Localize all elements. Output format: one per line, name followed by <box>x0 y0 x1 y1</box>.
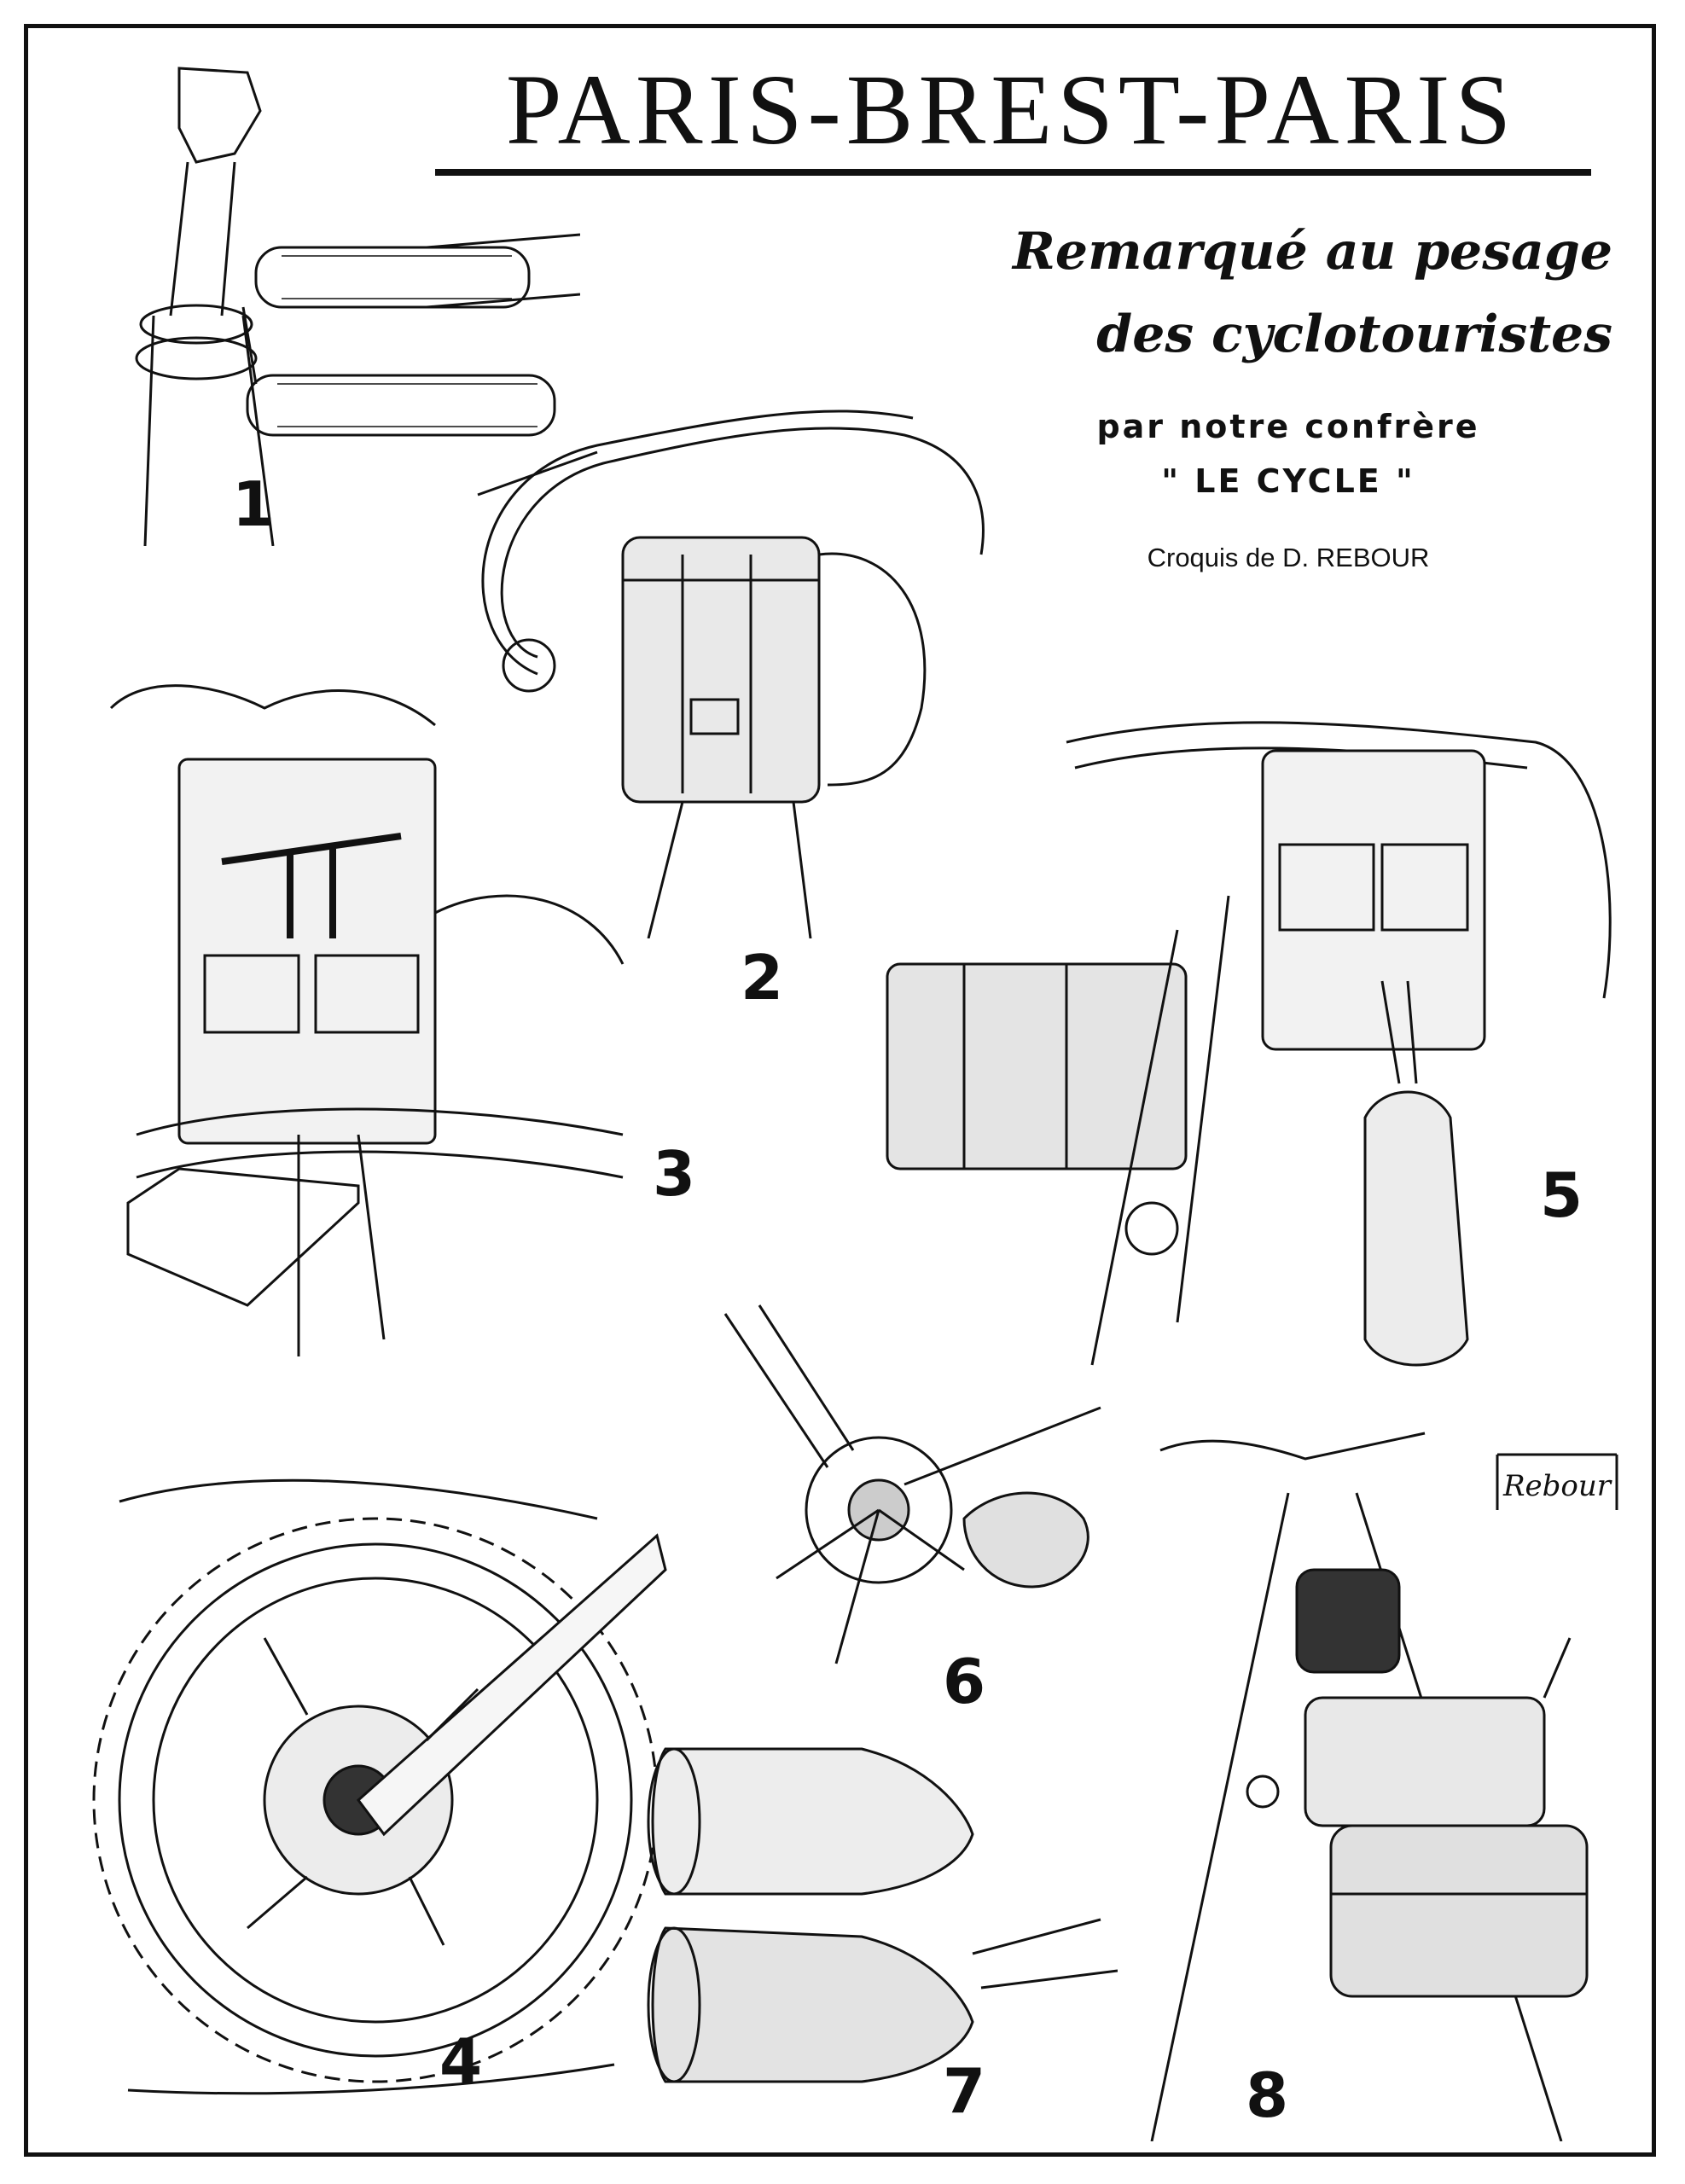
sketch-4-chainring <box>68 1433 683 2116</box>
subtitle-line-2: des cyclotouristes <box>1096 305 1612 364</box>
illustrator-credit: Croquis de D. REBOUR <box>1147 543 1430 572</box>
figure-number-7: 7 <box>943 2055 986 2127</box>
figure-number-1: 1 <box>232 468 276 540</box>
sketch-6-hub-light <box>708 1297 1118 1723</box>
sketch-8-lamp-bag <box>1135 1416 1630 2141</box>
sketch-1-tire-pumps <box>51 34 580 546</box>
subtitle-line-1: Remarqué au pesage <box>1013 222 1612 282</box>
figure-number-2: 2 <box>741 942 784 1014</box>
sketch-2-handlebar-bag <box>427 384 1007 938</box>
figure-number-6: 6 <box>943 1646 986 1717</box>
sketch-3-front-rack <box>77 657 657 1425</box>
credit-line-2: " LE CYCLE " <box>1161 462 1415 500</box>
credit-line-1: par notre confrère <box>1096 408 1480 445</box>
figure-number-8: 8 <box>1246 2059 1289 2131</box>
figure-number-4: 4 <box>439 2025 483 2097</box>
rebour-signature: Rebour <box>1489 1446 1625 1519</box>
sketch-5-handlebar-bags <box>870 640 1621 1425</box>
title-underline <box>435 169 1591 176</box>
page-title: PARIS-BREST-PARIS <box>505 54 1517 166</box>
svg-text:Rebour: Rebour <box>1502 1469 1612 1503</box>
figure-number-5: 5 <box>1540 1159 1583 1231</box>
page-border <box>24 24 1656 2157</box>
sketch-7-twin-headlamps <box>640 1715 1118 2124</box>
figure-number-3: 3 <box>653 1138 696 1210</box>
